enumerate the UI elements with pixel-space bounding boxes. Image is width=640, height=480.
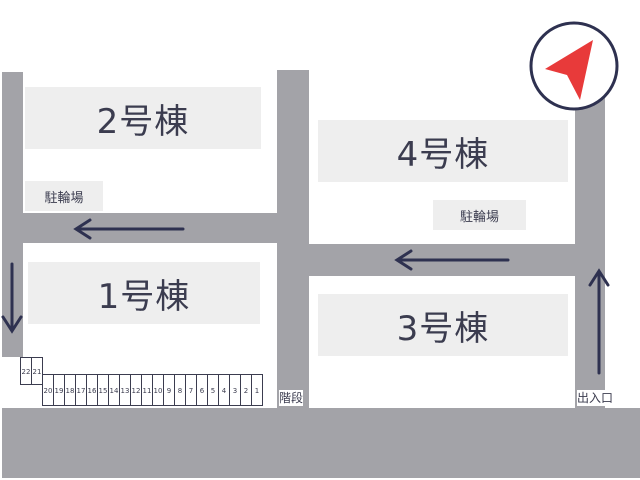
bicycle-parking-right: 駐輪場 [433, 200, 526, 230]
parking-space: 1 [251, 374, 263, 406]
bicycle-parking-left: 駐輪場 [25, 181, 103, 211]
building-2: 2号棟 [25, 87, 261, 149]
direction-arrow-icon [394, 249, 510, 271]
stairs-label: 階段 [279, 390, 304, 406]
building-1: 1号棟 [28, 262, 260, 324]
entrance-label: 出入口 [577, 390, 614, 406]
road-bottom [2, 408, 640, 478]
road-left-vertical [2, 72, 23, 357]
building-3: 3号棟 [318, 294, 568, 356]
road-middle-vertical [277, 70, 309, 410]
direction-arrow-icon [73, 218, 185, 240]
parking-space: 21 [31, 357, 43, 385]
direction-arrow-icon [1, 262, 23, 334]
building-4: 4号棟 [318, 120, 568, 182]
direction-arrow-icon [588, 268, 610, 375]
compass-north-arrow-icon [529, 21, 619, 111]
